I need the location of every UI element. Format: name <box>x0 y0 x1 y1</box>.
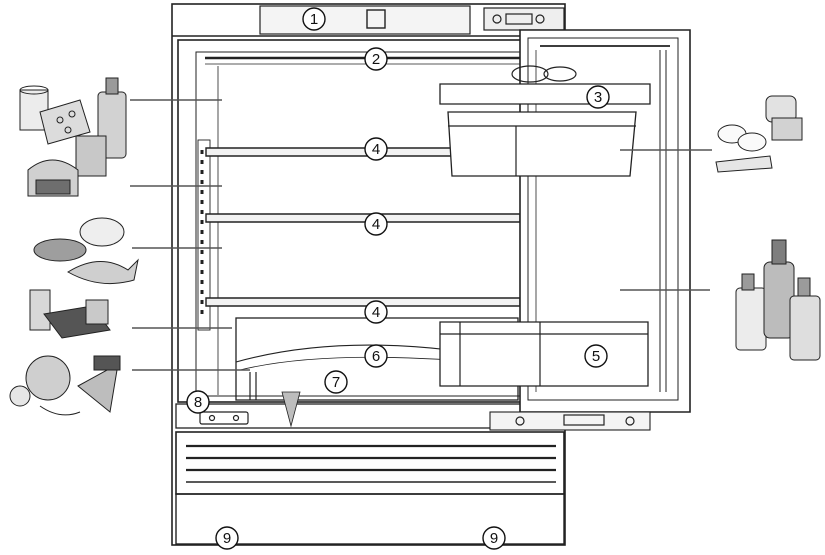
callout-number: 6 <box>372 348 380 365</box>
callout-number: 4 <box>372 141 380 158</box>
callout-5: 5 <box>584 344 608 368</box>
callout-circle <box>364 344 388 368</box>
callout-circle <box>364 137 388 161</box>
callout-number: 4 <box>372 216 380 233</box>
bottles-icon <box>735 239 821 361</box>
callout-number: 3 <box>594 89 602 106</box>
callout-9b: 9 <box>482 526 506 550</box>
leader-lines <box>130 99 712 371</box>
callout-6: 6 <box>364 344 388 368</box>
dairy-cheese-icon <box>19 77 127 177</box>
callout-circle <box>364 47 388 71</box>
callout-circle <box>364 300 388 324</box>
callout-1: 1 <box>302 7 326 31</box>
callout-circle <box>324 370 348 394</box>
vegetables-icon <box>9 355 121 416</box>
callout-4b: 4 <box>364 212 388 236</box>
callout-number: 2 <box>372 51 380 68</box>
callout-9a: 9 <box>215 526 239 550</box>
callout-number: 4 <box>372 304 380 321</box>
callout-number: 9 <box>223 530 231 547</box>
callout-circle <box>302 7 326 31</box>
callout-4a: 4 <box>364 137 388 161</box>
bottle-rack <box>439 321 649 387</box>
package-icon <box>29 289 111 339</box>
callout-circle <box>482 526 506 550</box>
fish-meat-icon <box>33 217 139 285</box>
callout-7: 7 <box>324 370 348 394</box>
callout-circle <box>586 85 610 109</box>
callout-circle <box>215 526 239 550</box>
callout-8: 8 <box>186 390 210 414</box>
callout-circle <box>584 344 608 368</box>
callout-number: 5 <box>592 348 600 365</box>
callout-3: 3 <box>586 85 610 109</box>
callout-circle <box>186 390 210 414</box>
callout-2: 2 <box>364 47 388 71</box>
jars-icon <box>27 159 79 197</box>
callout-number: 7 <box>332 374 340 391</box>
callout-4c: 4 <box>364 300 388 324</box>
callout-circle <box>364 212 388 236</box>
butter-eggs-icon <box>715 95 803 173</box>
callout-number: 9 <box>490 530 498 547</box>
callout-number: 1 <box>310 11 318 28</box>
callout-number: 8 <box>194 394 202 411</box>
